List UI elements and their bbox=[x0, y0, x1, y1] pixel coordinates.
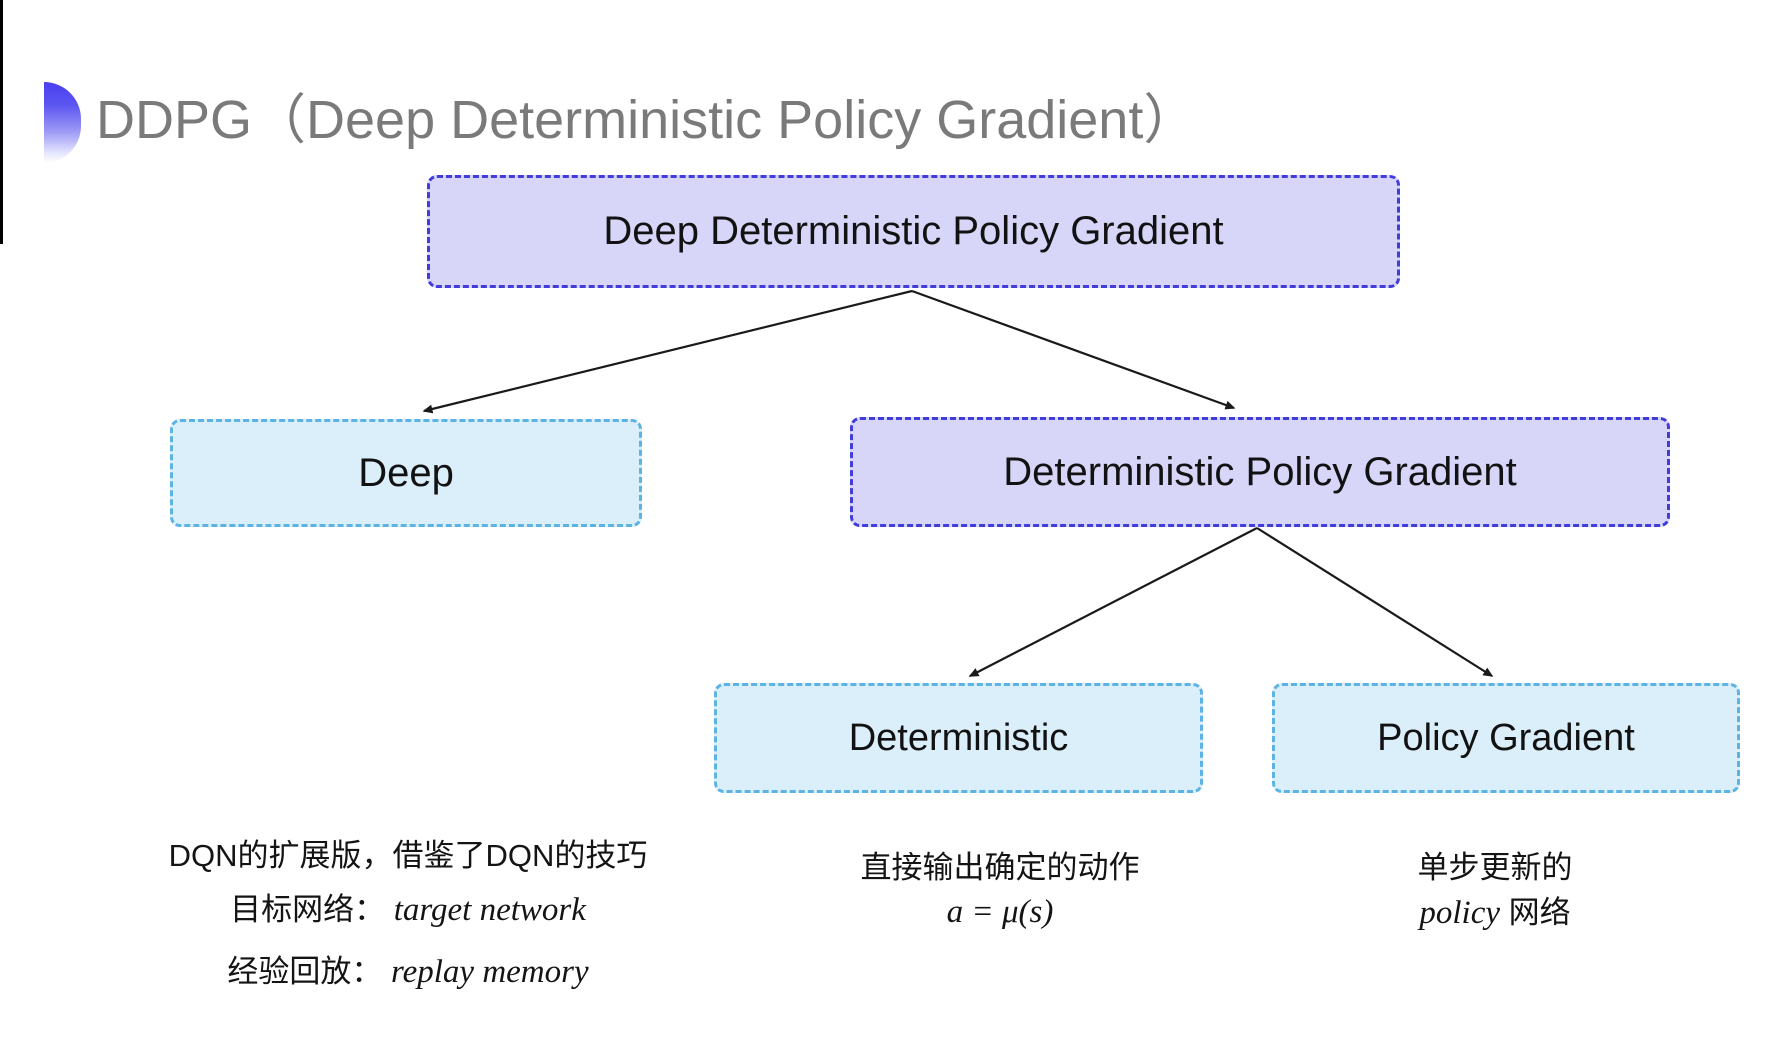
arrow-root-to-deep bbox=[422, 289, 913, 414]
note-deep-line3-term: replay memory bbox=[390, 954, 589, 990]
node-dpg-label: Deterministic Policy Gradient bbox=[1003, 449, 1517, 494]
node-deterministic-policy-gradient: Deterministic Policy Gradient bbox=[850, 417, 1670, 527]
note-deep-line1: DQN的扩展版，借鉴了DQN的技巧 bbox=[168, 838, 648, 873]
node-ddpg-label: Deep Deterministic Policy Gradient bbox=[603, 209, 1224, 253]
note-deterministic-line1: 直接输出确定的动作 bbox=[860, 850, 1140, 885]
node-deterministic: Deterministic bbox=[714, 683, 1203, 793]
formula-a-equals-mu-s: a = μ(s) bbox=[946, 894, 1054, 930]
note-deterministic-formula: a = μ(s) bbox=[820, 892, 1180, 932]
note-policy-gradient-line2: policy 网络 bbox=[1300, 893, 1690, 933]
note-policy-term: policy bbox=[1419, 895, 1500, 931]
slide-title: DDPG（Deep Deterministic Policy Gradient） bbox=[96, 90, 1198, 150]
node-ddpg: Deep Deterministic Policy Gradient bbox=[427, 175, 1400, 288]
arrow-dpg-to-policy-gradient bbox=[1256, 527, 1494, 677]
note-policy-gradient-line1: 单步更新的 bbox=[1417, 850, 1573, 885]
note-deep-line2-label: 目标网络： bbox=[230, 892, 386, 927]
arrow-dpg-to-deterministic bbox=[968, 527, 1258, 677]
semicircle-bullet-icon bbox=[44, 82, 81, 163]
note-deep-line2-term: target network bbox=[393, 892, 586, 928]
note-deep-line2: 目标网络： target network bbox=[110, 890, 706, 930]
note-deep-line3: 经验回放： replay memory bbox=[110, 952, 706, 992]
arrow-root-to-dpg bbox=[911, 289, 1236, 410]
note-deep-line3-label: 经验回放： bbox=[227, 954, 383, 989]
node-policy-gradient-label: Policy Gradient bbox=[1377, 716, 1635, 759]
node-policy-gradient: Policy Gradient bbox=[1272, 683, 1740, 793]
node-deep: Deep bbox=[170, 419, 642, 527]
note-policy-suffix: 网络 bbox=[1500, 895, 1571, 930]
node-deterministic-label: Deterministic bbox=[848, 716, 1069, 759]
left-border-line bbox=[0, 0, 3, 244]
node-deep-label: Deep bbox=[358, 450, 454, 495]
